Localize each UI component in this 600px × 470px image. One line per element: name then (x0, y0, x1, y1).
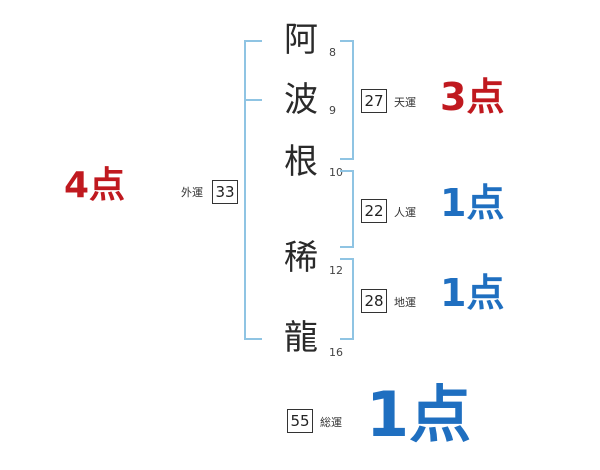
souun-label: 総運 (320, 416, 342, 429)
stroke-count-1: 8 (329, 46, 336, 59)
stroke-count-2: 9 (329, 104, 336, 117)
stroke-count-5: 16 (329, 346, 343, 359)
gaiun-score: 4点 (64, 165, 126, 206)
tenun-label: 天運 (394, 96, 416, 109)
name-char-5: 龍 (284, 318, 318, 358)
chiun-value-box: 28 (361, 289, 387, 313)
gaiun-value-box: 33 (212, 180, 238, 204)
chiun-label: 地運 (394, 296, 416, 309)
jinun-label: 人運 (394, 206, 416, 219)
jinun-score: 1点 (440, 181, 505, 225)
souun-score: 1点 (366, 378, 472, 451)
name-char-3: 根 (284, 142, 318, 182)
name-char-4: 稀 (284, 238, 318, 278)
jinun-value-box: 22 (361, 199, 387, 223)
souun-value-box: 55 (287, 409, 313, 433)
name-char-1: 阿 (284, 20, 318, 60)
stroke-count-3: 10 (329, 166, 343, 179)
gaiun-label: 外運 (181, 186, 203, 199)
tenun-value-box: 27 (361, 89, 387, 113)
chiun-score: 1点 (440, 271, 505, 315)
tenun-score: 3点 (440, 75, 505, 119)
stroke-count-4: 12 (329, 264, 343, 277)
name-char-2: 波 (284, 80, 318, 120)
